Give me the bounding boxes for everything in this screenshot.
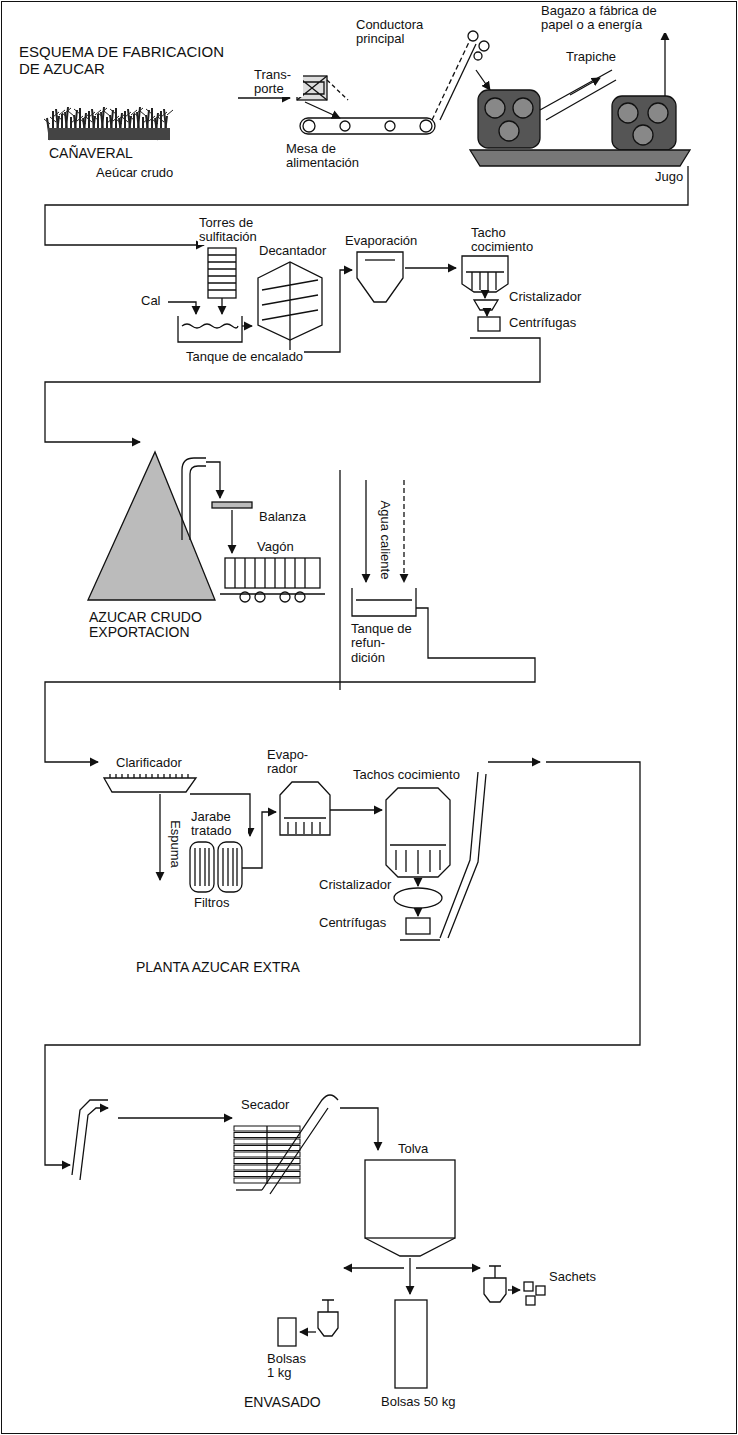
process-label: Balanza	[258, 510, 307, 524]
process-label: Vagón	[256, 540, 295, 554]
process-label: CAÑAVERAL	[48, 146, 134, 161]
process-label: AZUCAR CRUDO EXPORTACION	[88, 610, 230, 641]
process-label: Tanque de refun- dición	[350, 622, 418, 665]
process-label: Tacho cocimiento	[470, 226, 548, 255]
process-label: Espuma	[168, 819, 182, 869]
process-label: Trans- porte	[253, 68, 303, 97]
process-label: Sachets	[548, 1270, 597, 1284]
process-label: Filtros	[193, 896, 230, 910]
process-label: Torres de sulfitación	[198, 216, 278, 245]
process-label: Cristalizador	[318, 878, 392, 892]
process-label: PLANTA AZUCAR EXTRA	[135, 960, 301, 975]
process-label: Evaporación	[344, 234, 418, 248]
process-label: ENVASADO	[243, 1395, 322, 1410]
process-label: Cristalizador	[508, 290, 582, 304]
process-label: Agua caliente	[378, 500, 392, 581]
process-label: Bolsas 1 kg	[266, 1352, 314, 1381]
process-label: Cal	[140, 294, 162, 308]
diagram-title: ESQUEMA DE FABRICACION DE AZUCAR	[18, 44, 235, 77]
process-label: Centrífugas	[318, 916, 387, 930]
process-label: Tolva	[397, 1142, 429, 1156]
dryer-stack	[234, 1126, 300, 1184]
process-label: Tachos cocimiento	[352, 768, 461, 782]
process-label: Bolsas 50 kg	[380, 1395, 456, 1409]
process-label: Clarificador	[115, 756, 183, 770]
process-label: Mesa de alimentación	[285, 142, 375, 171]
process-label: Trapiche	[565, 50, 617, 64]
process-label: Aeúcar crudo	[95, 166, 174, 180]
process-label: Decantador	[258, 244, 327, 258]
process-label: Jugo	[654, 170, 684, 184]
process-label: Bagazo a fábrica de papel o a energía	[540, 4, 674, 33]
cane-field	[44, 107, 173, 140]
process-label: Secador	[240, 1098, 290, 1112]
process-label: Conductora principal	[355, 18, 435, 47]
process-label: Tanque de encalado	[185, 350, 304, 364]
process-label: Evapo- rador	[266, 748, 316, 777]
process-label: Centrífugas	[508, 316, 577, 330]
process-label: Jarabe tratado	[190, 810, 248, 839]
